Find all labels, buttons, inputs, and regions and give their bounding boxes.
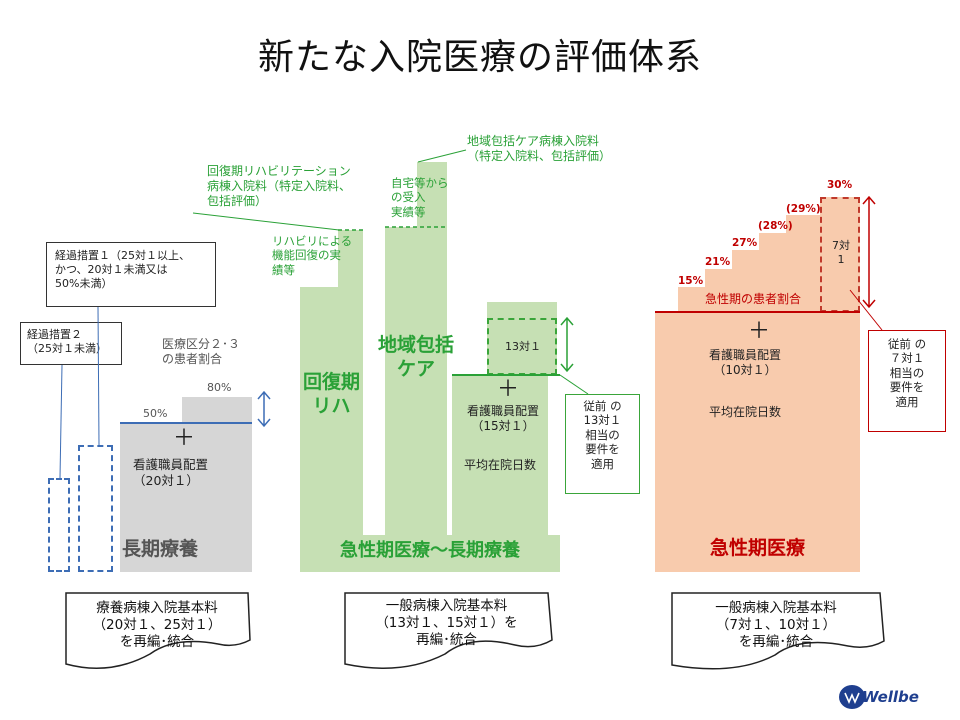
keika1-dashed-box	[78, 445, 113, 572]
chiiki-care-label: 地域包括 ケア	[377, 334, 454, 380]
right-scroll-text: 一般病棟入院基本料 （7対１、10対１） を再編･統合	[715, 600, 837, 650]
chiiki-bar	[385, 227, 447, 572]
kaifuku-bar	[300, 287, 363, 572]
long-term-block	[120, 423, 252, 572]
pct-15: 15%	[678, 275, 704, 287]
pct-29: (29%)	[786, 203, 821, 215]
pct-27: 27%	[732, 237, 758, 249]
keika1-pointer	[97, 306, 100, 446]
chiiki-bar-top	[417, 162, 447, 227]
ratio-13-block	[487, 302, 557, 375]
acute-block	[655, 312, 860, 572]
kanja-wariai-label: 急性期の患者割合	[705, 292, 802, 306]
left-kango-label: 看護職員配置 （20対１）	[133, 457, 209, 488]
kubun-80-block	[182, 397, 252, 423]
page-title: 新たな入院医療の評価体系	[257, 37, 702, 78]
middle-ward-label: 急性期医療～長期療養	[340, 540, 520, 561]
pct-50-label: 50%	[143, 407, 168, 420]
rehab-note: リハビリによる 機能回復の実 績等	[272, 234, 353, 277]
middle-heikin-label: 平均在院日数	[463, 458, 536, 472]
kaifuku-note: 回復期リハビリテーション 病棟入院料（特定入院料、 包括評価）	[207, 164, 352, 208]
right-plus-sign: ＋	[748, 319, 771, 344]
kubun-label: 医療区分２･３ の患者割合	[162, 337, 241, 366]
keika1-note: 経過措置１（25対１以上、 かつ、20対１未満又は 50%未満）	[46, 242, 216, 307]
left-scroll	[65, 592, 251, 669]
juuzen7-pointer	[849, 289, 883, 331]
pct-80-label: 80%	[207, 381, 232, 394]
right-heikin-label: 平均在院日数	[708, 405, 781, 419]
ratio-7-label: 7対 1	[832, 239, 850, 266]
pct-28: (28%)	[758, 220, 793, 232]
step-29	[786, 215, 820, 312]
right-kango-label: 看護職員配置 （10対１）	[708, 348, 781, 377]
right-ward-label: 急性期医療	[709, 537, 805, 559]
left-scroll-text: 療養病棟入院基本料 （20対１、25対１） を再編･統合	[92, 600, 222, 650]
chiiki-pointer	[417, 149, 467, 163]
kaifuku-bar-top	[338, 230, 363, 287]
jitaku-note: 自宅等から の受入 実績等	[391, 176, 449, 219]
chiiki-note: 地域包括ケア病棟入院料 （特定入院料、包括評価）	[467, 134, 612, 163]
right-juuzen-note: 従前 の ７対１ 相当の 要件を 適用	[868, 330, 946, 432]
right-scroll	[671, 592, 885, 670]
ratio-13-label: 13対１	[505, 340, 541, 353]
keika2-note: 経過措置２ （25対１未満）	[20, 322, 122, 365]
middle-double-arrow	[560, 316, 574, 373]
middle-scroll	[344, 592, 553, 669]
juuzen13-pointer	[559, 374, 589, 395]
left-double-arrow	[257, 390, 271, 428]
middle-kango-label: 看護職員配置 （15対１）	[466, 404, 539, 433]
kaifuku-rihab-label: 回復期 リハ	[302, 371, 360, 417]
step-21	[705, 269, 732, 312]
kaifuku-pointer	[192, 212, 340, 231]
step-28	[759, 233, 786, 312]
right-double-arrow	[862, 195, 876, 309]
middle-scroll-text: 一般病棟入院基本料 （13対１、15対１）を 再編･統合	[375, 598, 518, 648]
step-27	[732, 250, 759, 312]
left-ward-label: 長期療養	[122, 538, 199, 560]
middle-base	[300, 535, 560, 572]
step-15	[678, 287, 705, 312]
pct-21: 21%	[705, 256, 731, 268]
keika2-pointer	[59, 364, 63, 479]
middle-juuzen-note: 従前 の 13対１ 相当の 要件を 適用	[565, 394, 640, 494]
pct-30: 30%	[827, 179, 853, 191]
step-30	[820, 197, 860, 312]
left-plus-sign: ＋	[173, 426, 196, 451]
logo-text: Wellbe	[862, 688, 919, 706]
middle-plus-sign: ＋	[497, 377, 520, 402]
keika2-dashed-box	[48, 478, 70, 572]
